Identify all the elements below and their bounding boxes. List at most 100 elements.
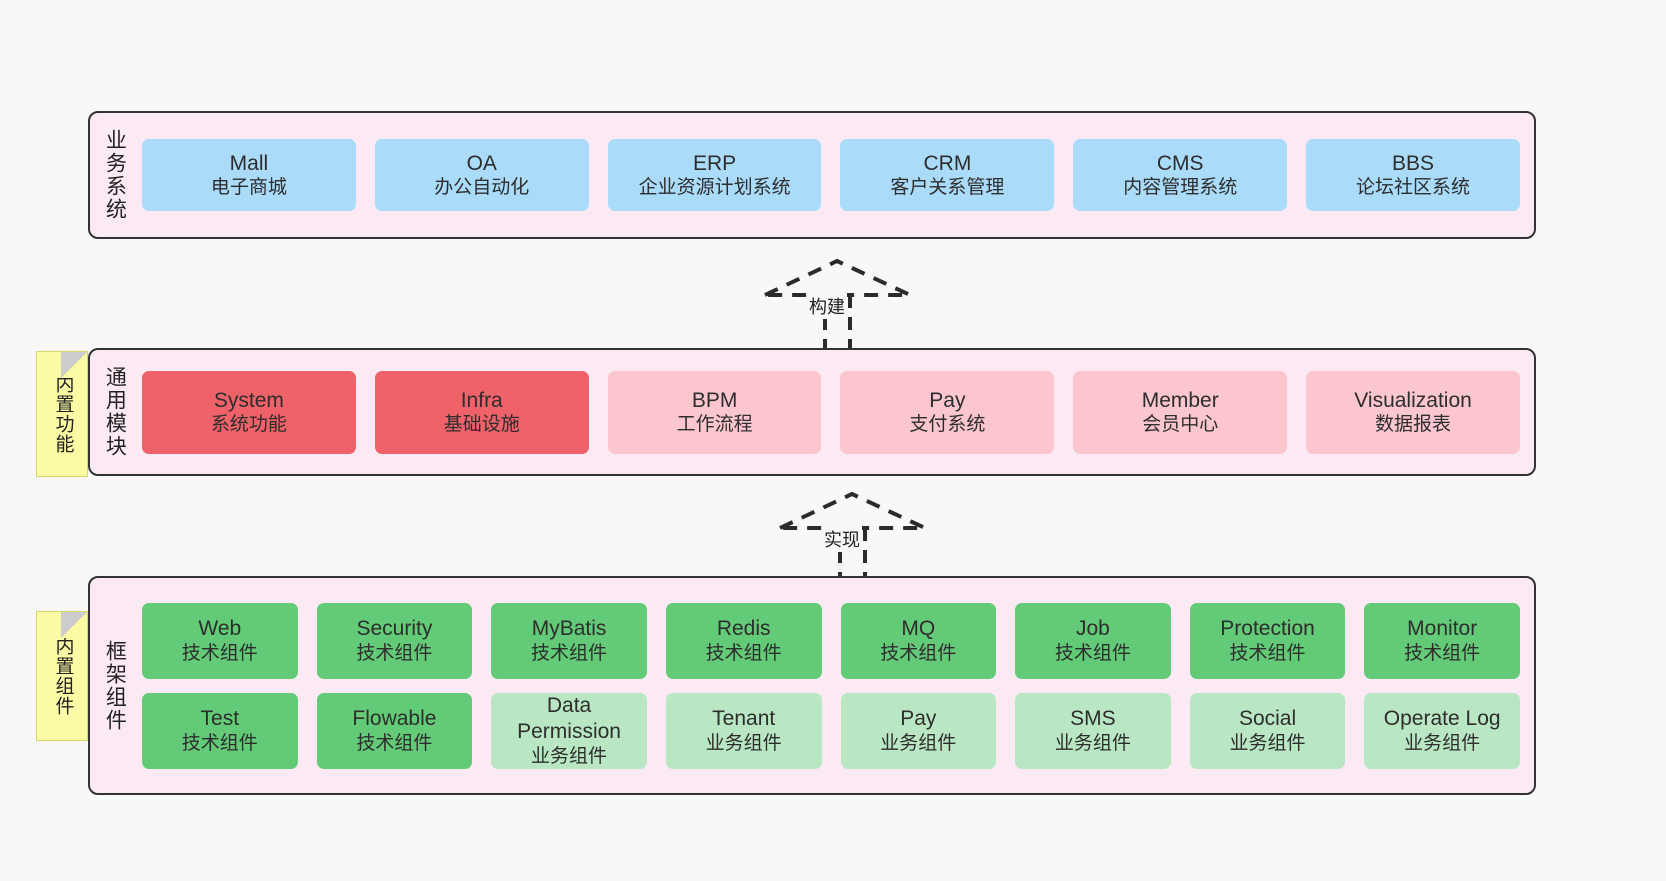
card-subtitle: 技术组件: [1229, 642, 1306, 664]
card-subtitle: 技术组件: [880, 642, 957, 664]
card-subtitle: 业务组件: [1229, 732, 1306, 754]
card-title: BBS: [1392, 151, 1435, 175]
card-title: Security: [356, 617, 433, 641]
card-subtitle: 技术组件: [705, 642, 782, 664]
layer-title-business-system: 业务系统: [103, 129, 127, 221]
card-monitor[interactable]: Monitor 技术组件: [1364, 602, 1520, 679]
layer-title-common-module: 通用模块: [103, 366, 127, 458]
card-subtitle: 技术组件: [356, 732, 433, 754]
card-oa[interactable]: OA 办公自动化: [374, 139, 589, 211]
card-subtitle: 内容管理系统: [1123, 177, 1238, 199]
card-redis[interactable]: Redis 技术组件: [665, 602, 822, 679]
layer-business-system: 业务系统 Mall 电子商城 OA 办公自动化 ERP 企业资源计划系统 CRM…: [88, 111, 1536, 239]
card-protection[interactable]: Protection 技术组件: [1189, 602, 1346, 679]
connector-label-build: 构建: [807, 293, 847, 319]
card-subtitle: 客户关系管理: [890, 177, 1005, 199]
card-subtitle: 系统功能: [210, 414, 287, 436]
card-visualization[interactable]: Visualization 数据报表: [1306, 370, 1520, 454]
card-mybatis[interactable]: MyBatis 技术组件: [491, 602, 647, 679]
card-row: System 系统功能 Infra 基础设施 BPM 工作流程 Pay 支付系统…: [142, 370, 1520, 454]
layer-framework-component: 框架组件 Web 技术组件 Security 技术组件 MyBatis 技术组件…: [88, 576, 1536, 795]
card-title: Pay: [900, 707, 937, 731]
card-test[interactable]: Test 技术组件: [142, 692, 298, 769]
card-title: BPM: [691, 388, 738, 412]
card-title: OA: [466, 151, 497, 175]
card-bbs[interactable]: BBS 论坛社区系统: [1306, 139, 1520, 211]
card-subtitle: 支付系统: [909, 414, 986, 436]
card-job[interactable]: Job 技术组件: [1015, 602, 1171, 679]
connector-implement: 实现: [760, 488, 950, 583]
card-bpm[interactable]: BPM 工作流程: [607, 370, 822, 454]
card-title: Monitor: [1407, 617, 1478, 641]
card-subtitle: 会员中心: [1142, 414, 1219, 436]
card-title: Redis: [716, 617, 771, 641]
card-subtitle: 企业资源计划系统: [638, 177, 791, 199]
card-title: Visualization: [1354, 388, 1472, 412]
connector-label-implement: 实现: [822, 526, 862, 552]
card-title: Pay: [929, 388, 966, 412]
card-title: MQ: [901, 617, 936, 641]
card-system[interactable]: System 系统功能: [142, 370, 356, 454]
card-flowable[interactable]: Flowable 技术组件: [316, 692, 473, 769]
card-crm[interactable]: CRM 客户关系管理: [840, 139, 1055, 211]
card-subtitle: 工作流程: [676, 414, 753, 436]
card-subtitle: 电子商城: [210, 177, 287, 199]
card-title: Tenant: [712, 707, 776, 731]
card-title: Member: [1141, 388, 1219, 412]
card-title: SMS: [1070, 707, 1116, 731]
card-subtitle: 技术组件: [1404, 642, 1481, 664]
layer-body-business-system: Mall 电子商城 OA 办公自动化 ERP 企业资源计划系统 CRM 客户关系…: [138, 113, 1534, 237]
card-subtitle: 数据报表: [1375, 414, 1452, 436]
note-builtin-function: 内置功能: [36, 351, 88, 477]
card-operate-log[interactable]: Operate Log 业务组件: [1364, 692, 1520, 769]
card-sms[interactable]: SMS 业务组件: [1015, 692, 1171, 769]
card-title: Social: [1238, 707, 1297, 731]
card-web[interactable]: Web 技术组件: [142, 602, 298, 679]
card-tenant[interactable]: Tenant 业务组件: [665, 692, 822, 769]
layer-title-framework-component: 框架组件: [103, 639, 127, 732]
card-title: Job: [1076, 617, 1110, 641]
card-title: ERP: [692, 151, 737, 175]
card-infra[interactable]: Infra 基础设施: [374, 370, 589, 454]
card-security[interactable]: Security 技术组件: [316, 602, 473, 679]
card-title: Protection: [1220, 617, 1315, 641]
card-title: System: [213, 388, 284, 412]
card-subtitle: 技术组件: [181, 732, 258, 754]
card-pay-business[interactable]: Pay 业务组件: [840, 692, 997, 769]
card-subtitle: 技术组件: [1054, 642, 1131, 664]
card-row: Mall 电子商城 OA 办公自动化 ERP 企业资源计划系统 CRM 客户关系…: [142, 139, 1520, 211]
card-row: Test 技术组件 Flowable 技术组件 Data Permission …: [142, 692, 1520, 769]
card-subtitle: 业务组件: [705, 732, 782, 754]
card-title: MyBatis: [531, 617, 607, 641]
layer-body-common-module: System 系统功能 Infra 基础设施 BPM 工作流程 Pay 支付系统…: [138, 350, 1534, 474]
card-title: Operate Log: [1383, 707, 1501, 731]
card-subtitle: 业务组件: [1404, 732, 1481, 754]
note-label: 内置组件: [52, 636, 74, 716]
card-title: Mall: [229, 151, 269, 175]
card-data-permission[interactable]: Data Permission 业务组件: [491, 692, 647, 769]
card-social[interactable]: Social 业务组件: [1189, 692, 1346, 769]
card-subtitle: 基础设施: [443, 414, 520, 436]
card-subtitle: 业务组件: [880, 732, 957, 754]
card-cms[interactable]: CMS 内容管理系统: [1073, 139, 1288, 211]
card-title: Test: [200, 707, 240, 731]
layer-body-framework-component: Web 技术组件 Security 技术组件 MyBatis 技术组件 Redi…: [138, 578, 1534, 793]
card-erp[interactable]: ERP 企业资源计划系统: [607, 139, 822, 211]
card-mq[interactable]: MQ 技术组件: [840, 602, 997, 679]
connector-build: 构建: [745, 255, 935, 350]
card-pay[interactable]: Pay 支付系统: [840, 370, 1055, 454]
card-member[interactable]: Member 会员中心: [1073, 370, 1288, 454]
card-subtitle: 技术组件: [531, 642, 608, 664]
card-subtitle: 论坛社区系统: [1356, 177, 1471, 199]
card-title: Web: [198, 617, 242, 641]
card-title: Flowable: [352, 707, 437, 731]
card-subtitle: 技术组件: [356, 642, 433, 664]
card-subtitle: 业务组件: [531, 745, 608, 767]
note-builtin-component: 内置组件: [36, 611, 88, 741]
card-title: CRM: [923, 151, 972, 175]
card-row: Web 技术组件 Security 技术组件 MyBatis 技术组件 Redi…: [142, 602, 1520, 679]
card-title: Data Permission: [517, 694, 621, 743]
card-mall[interactable]: Mall 电子商城: [142, 139, 356, 211]
layer-common-module: 通用模块 System 系统功能 Infra 基础设施 BPM 工作流程 Pay…: [88, 348, 1536, 476]
